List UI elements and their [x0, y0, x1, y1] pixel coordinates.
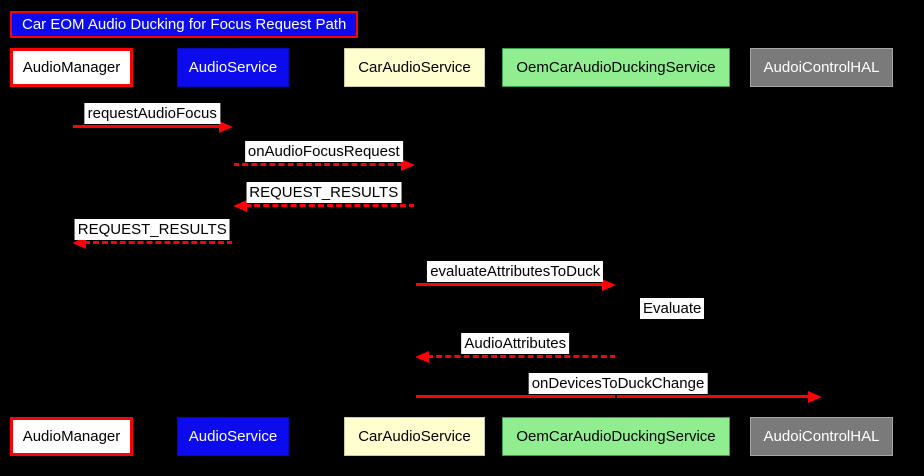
message-label: Evaluate [640, 298, 705, 319]
participant-bottom-oem-car-audio-ducking-service: OemCarAudioDuckingService [502, 417, 730, 456]
message-line-evaluateattributestoduck [414, 283, 604, 286]
message-arrowhead-right [807, 390, 822, 403]
message-line-onaudiofocusrequest [233, 163, 403, 166]
message-line-audioattributes [426, 355, 616, 358]
lifeline-car-audio-service [413, 87, 416, 417]
lifeline-audoi-control-hal [820, 87, 823, 417]
participant-bottom-audio-service: AudioService [177, 417, 289, 456]
message-label: evaluateAttributesToDuck [427, 261, 604, 282]
lifeline-oem-car-audio-ducking-service [615, 87, 617, 417]
message-line-request_results [83, 241, 233, 244]
message-label: AudioAttributes [461, 333, 570, 354]
participant-top-audio-manager: AudioManager [10, 48, 133, 87]
message-arrowhead-left [233, 199, 247, 212]
participant-bottom-audio-manager: AudioManager [10, 417, 133, 456]
participant-top-oem-car-audio-ducking-service: OemCarAudioDuckingService [502, 48, 730, 87]
participant-bottom-audoi-control-hal: AudoiControlHAL [750, 417, 893, 456]
participant-top-audoi-control-hal: AudoiControlHAL [750, 48, 893, 87]
diagram-title: Car EOM Audio Ducking for Focus Request … [10, 11, 359, 38]
message-arrowhead-right [602, 278, 616, 291]
message-line-request_results [245, 204, 415, 207]
lifeline-audio-manager [70, 87, 73, 417]
message-line-ondevicestoduckchange [414, 395, 810, 398]
message-arrowhead-left [414, 350, 429, 363]
lifeline-audio-service [232, 87, 234, 417]
message-arrowhead-right [219, 120, 233, 133]
message-arrowhead-right [400, 158, 415, 171]
participant-top-audio-service: AudioService [177, 48, 289, 87]
message-line-requestaudiofocus [71, 125, 221, 128]
participant-top-car-audio-service: CarAudioService [344, 48, 485, 87]
message-label: REQUEST_RESULTS [74, 219, 230, 240]
message-label: requestAudioFocus [84, 103, 220, 124]
message-label: onDevicesToDuckChange [528, 373, 708, 394]
message-label: onAudioFocusRequest [244, 141, 403, 162]
message-label: REQUEST_RESULTS [246, 182, 402, 203]
participant-bottom-car-audio-service: CarAudioService [344, 417, 485, 456]
